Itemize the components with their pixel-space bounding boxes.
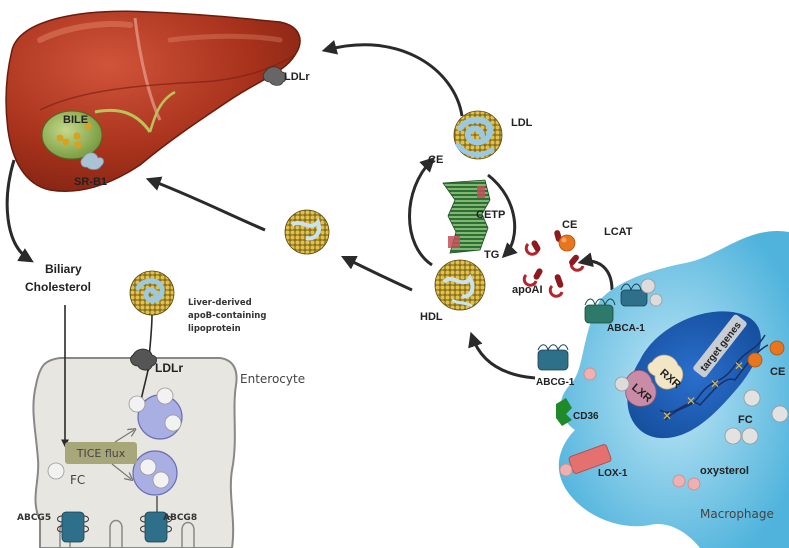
endosome-vesicle-upper [128,387,183,440]
abcg1-transporter-icon [537,344,569,371]
tice-flux-box: TICE flux [65,442,137,464]
lipoprotein-label-line3: lipoprotein [188,324,241,334]
cd36-receptor-icon [556,398,572,426]
lox1-receptor-icon [559,444,612,477]
liver-to-biliary-arrow [5,159,34,263]
abcg8-label: ABCG8 [163,513,197,523]
hdl-label: HDL [420,311,443,323]
abcg5-transporter-icon [57,511,89,543]
ldl-label: LDL [511,117,533,129]
ldl-to-hdl-tg-arrow [487,173,518,259]
endosome-vesicle-lower [132,450,178,496]
macrophage-fc-cluster [724,389,789,445]
ce-label-left: CE [428,154,443,166]
lox1-label: LOX-1 [598,468,628,479]
apoai-proteins [522,230,585,298]
cetp-protein [442,179,491,254]
abcg8-transporter-icon [140,496,172,543]
bile-duct [94,90,176,133]
lcat-label: LCAT [604,226,633,238]
sr-b1-label: SR-B1 [74,176,107,188]
macrophage-label: Macrophage [700,507,774,521]
macrophage-ce-cluster [747,340,785,368]
remnant-lipoprotein-particle [284,209,330,255]
abca1-label: ABCA-1 [607,323,645,334]
macrophage-fc-label: FC [738,414,753,426]
enterocyte-label: Enterocyte [240,372,305,386]
enterocyte-ldlr-label: LDLr [155,361,183,375]
abcg1-label: ABCG-1 [536,377,575,388]
helix-cross-4: ✕ [734,359,744,373]
rxr-protein [647,354,684,390]
bile-label: BILE [63,114,88,126]
apob-lipoprotein-particle [129,270,175,316]
enterocyte-fc-label: FC [70,473,85,487]
ce-lcat-label: CE [562,219,577,231]
enterocyte-ldlr-receptor-icon [130,348,157,371]
abcg5-label: ABCG5 [17,513,51,523]
gallbladder [41,110,103,160]
oxysterol-dot [672,474,686,488]
liver-ldlr-label: LDLr [284,71,310,83]
cetp-label: CETP [476,209,505,221]
ce-orange-particle [558,234,576,252]
lcat-arrow [577,252,614,291]
cd36-label: CD36 [573,411,599,422]
oxysterol-dot [687,477,701,491]
apoai-label: apoAI [512,284,543,296]
helix-cross-3: ✕ [710,377,720,391]
oxysterol-dot [583,367,597,381]
oxysterol-label: oxysterol [700,465,749,477]
biliary-label-line2: Cholesterol [25,280,91,294]
enterocyte-fc-particle [47,462,65,480]
lipoprotein-label-line2: apoB-containing [188,311,266,321]
tice-flux-label: TICE flux [76,447,126,460]
tg-label: TG [484,249,499,261]
macrophage-ce-label: CE [770,366,785,378]
helix-cross-1: ✕ [662,409,672,423]
helix-cross-2: ✕ [686,394,696,408]
liver [5,10,301,192]
abca1-transporter-icon [584,278,663,324]
hdl-to-remnant-arrow [340,255,413,292]
liver-ldlr-receptor-icon [262,66,287,86]
tice-to-upper-vesicle-arrow [114,430,134,443]
ldl-to-liver-arrow [321,40,464,117]
lipoprotein-label-line1: Liver-derived [188,298,252,308]
hdl-to-sr-b1-arrow [145,176,266,232]
oxysterol-bound-fc [614,376,630,392]
abcg1-to-hdl-arrow [468,331,536,380]
biliary-label-line1: Biliary [45,262,82,276]
hdl-particle [434,259,486,311]
ldl-particle [453,110,503,160]
hdl-to-ldl-ce-arrow [408,156,436,267]
tice-to-lower-vesicle-arrow [111,463,131,479]
sr-b1-receptor-icon [80,152,104,170]
